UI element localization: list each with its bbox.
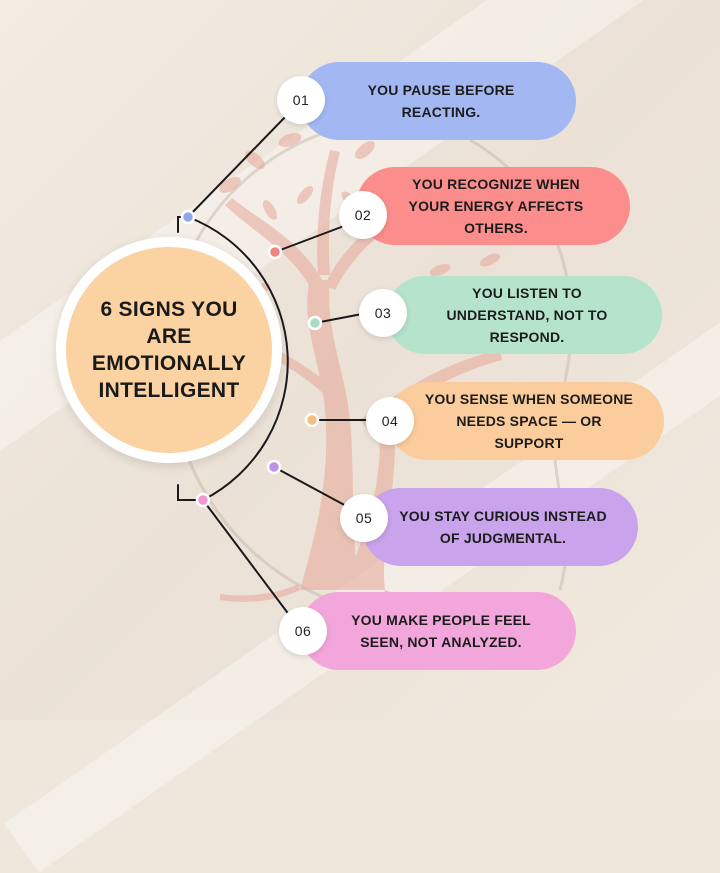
sign-text-03: YOU LISTEN TO UNDERSTAND, NOT TO RESPOND…	[446, 285, 608, 345]
arc-bracket-bottom	[177, 484, 204, 501]
sign-card-01: YOU PAUSE BEFORE REACTING.	[300, 62, 576, 140]
sign-number-01: 01	[292, 92, 310, 108]
connector-line-01	[187, 113, 289, 218]
sign-text-01: YOU PAUSE BEFORE REACTING.	[367, 82, 515, 120]
connector-diagram	[177, 113, 367, 617]
connector-dot-03	[307, 315, 323, 331]
sign-number-badge-01: 01	[277, 76, 325, 124]
connector-dot-01	[180, 209, 196, 225]
sign-text-02: YOU RECOGNIZE WHEN YOUR ENERGY AFFECTS O…	[408, 176, 584, 236]
sign-card-02: YOU RECOGNIZE WHEN YOUR ENERGY AFFECTS O…	[356, 167, 630, 245]
sign-text-04: YOU SENSE WHEN SOMEONE NEEDS SPACE — OR …	[424, 391, 634, 451]
sign-number-badge-04: 04	[366, 397, 414, 445]
connector-dot-05	[266, 459, 282, 475]
connector-line-03	[314, 313, 363, 324]
sign-number-badge-06: 06	[279, 607, 327, 655]
connector-line-06	[202, 499, 291, 617]
sign-number-02: 02	[354, 207, 372, 223]
connector-dot-02	[267, 244, 283, 260]
center-title-circle: 6 SIGNS YOU ARE EMOTIONALLY INTELLIGENT	[56, 237, 282, 463]
sign-number-06: 06	[294, 623, 312, 639]
sign-card-04: YOU SENSE WHEN SOMEONE NEEDS SPACE — OR …	[388, 382, 664, 460]
sign-card-05: YOU STAY CURIOUS INSTEAD OF JUDGMENTAL.	[362, 488, 638, 566]
connector-dot-04	[304, 412, 320, 428]
sign-number-badge-05: 05	[340, 494, 388, 542]
connector-arc	[187, 216, 289, 501]
sign-number-badge-03: 03	[359, 289, 407, 337]
connector-dot-06	[195, 492, 211, 508]
sign-number-04: 04	[381, 413, 399, 429]
sign-number-03: 03	[374, 305, 392, 321]
connector-line-05	[273, 466, 351, 509]
connector-line-02	[274, 225, 345, 253]
sign-number-05: 05	[355, 510, 373, 526]
page-title: 6 SIGNS YOU ARE EMOTIONALLY INTELLIGENT	[91, 298, 247, 402]
sign-text-06: YOU MAKE PEOPLE FEEL SEEN, NOT ANALYZED.	[351, 612, 531, 650]
sign-card-03: YOU LISTEN TO UNDERSTAND, NOT TO RESPOND…	[386, 276, 662, 354]
sign-number-badge-02: 02	[339, 191, 387, 239]
sign-card-06: YOU MAKE PEOPLE FEEL SEEN, NOT ANALYZED.	[300, 592, 576, 670]
sign-text-05: YOU STAY CURIOUS INSTEAD OF JUDGMENTAL.	[399, 508, 607, 546]
